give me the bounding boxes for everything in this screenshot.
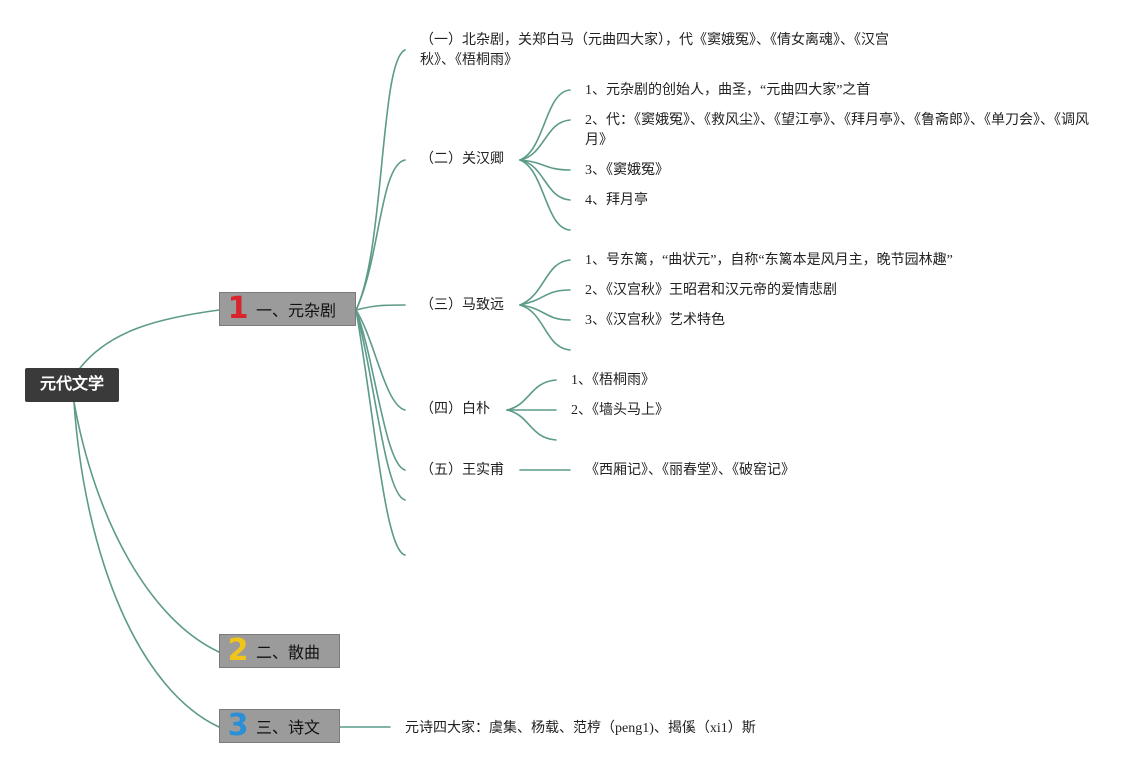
link-zaju-empty2 xyxy=(355,309,406,556)
link-zaju-empty1 xyxy=(355,309,406,501)
guan-item-4[interactable]: 4、拜月亭 xyxy=(585,193,648,208)
ma-item-3[interactable]: 3、《汉宫秋》艺术特色 xyxy=(585,313,725,328)
link-zaju-wang xyxy=(355,309,406,471)
branch-label: 一、元杂剧 xyxy=(256,303,337,320)
ma-node[interactable]: （三）马致远 xyxy=(420,298,504,313)
link-zaju-bai xyxy=(355,309,406,411)
branch-label: 三、诗文 xyxy=(256,720,321,737)
link-guan-4 xyxy=(519,159,571,201)
branch-shiwen[interactable]: 3 三、诗文 xyxy=(219,709,340,743)
link-guan-2 xyxy=(519,119,571,161)
number-two-icon: 2 xyxy=(227,633,249,668)
link-ma-2 xyxy=(519,289,571,306)
zaju-intro[interactable]: （一）北杂剧，关郑白马（元曲四大家），代《窦娥冤》、《倩女离魂》、《汉宫秋》、《… xyxy=(420,33,889,68)
shiwen-note[interactable]: 元诗四大家：虞集、杨载、范梈（peng1)、揭傒（xi1）斯 xyxy=(405,721,756,736)
root-label: 元代文学 xyxy=(39,376,104,393)
guan-item-3[interactable]: 3、《窦娥冤》 xyxy=(585,163,669,178)
branch-zaju[interactable]: 1 一、元杂剧 xyxy=(219,292,356,326)
number-one-icon: 1 xyxy=(227,291,249,326)
link-root-sanqu xyxy=(73,401,220,653)
number-three-icon: 3 xyxy=(227,708,249,743)
ma-item-1[interactable]: 1、号东篱，“曲状元”，自称“东篱本是风月主，晚节园林趣” xyxy=(585,253,953,268)
bai-item-2[interactable]: 2、《墙头马上》 xyxy=(571,403,669,418)
wang-node[interactable]: （五）王实甫 xyxy=(420,463,504,478)
guan-node[interactable]: （二）关汉卿 xyxy=(420,152,504,167)
link-ma-1 xyxy=(519,259,571,306)
link-ma-3 xyxy=(519,304,571,321)
wang-works[interactable]: 《西厢记》、《丽春堂》、《破窑记》 xyxy=(585,463,795,478)
link-root-zaju xyxy=(79,309,220,369)
bai-item-1[interactable]: 1、《梧桐雨》 xyxy=(571,373,655,388)
link-root-shiwen xyxy=(73,401,220,728)
link-guan-1 xyxy=(519,89,571,161)
link-guan-5 xyxy=(519,159,571,231)
bai-node[interactable]: （四）白朴 xyxy=(420,402,490,417)
link-bai-1 xyxy=(506,379,557,411)
link-bai-3 xyxy=(506,409,557,441)
link-zaju-ma xyxy=(355,304,406,311)
link-zaju-intro xyxy=(355,49,406,311)
root-node[interactable]: 元代文学 xyxy=(25,368,119,402)
guan-item-2[interactable]: 2、代：《窦娥冤》、《救风尘》、《望江亭》、《拜月亭》、《鲁斋郎》、《单刀会》、… xyxy=(585,113,1089,148)
link-zaju-guan xyxy=(355,159,406,311)
branch-sanqu[interactable]: 2 二、散曲 xyxy=(219,634,340,668)
ma-item-2[interactable]: 2、《汉宫秋》王昭君和汉元帝的爱情悲剧 xyxy=(585,283,837,298)
link-ma-4 xyxy=(519,304,571,351)
guan-item-1[interactable]: 1、元杂剧的创始人，曲圣，“元曲四大家”之首 xyxy=(585,83,871,98)
link-guan-3 xyxy=(519,159,571,171)
branch-label: 二、散曲 xyxy=(256,645,321,662)
